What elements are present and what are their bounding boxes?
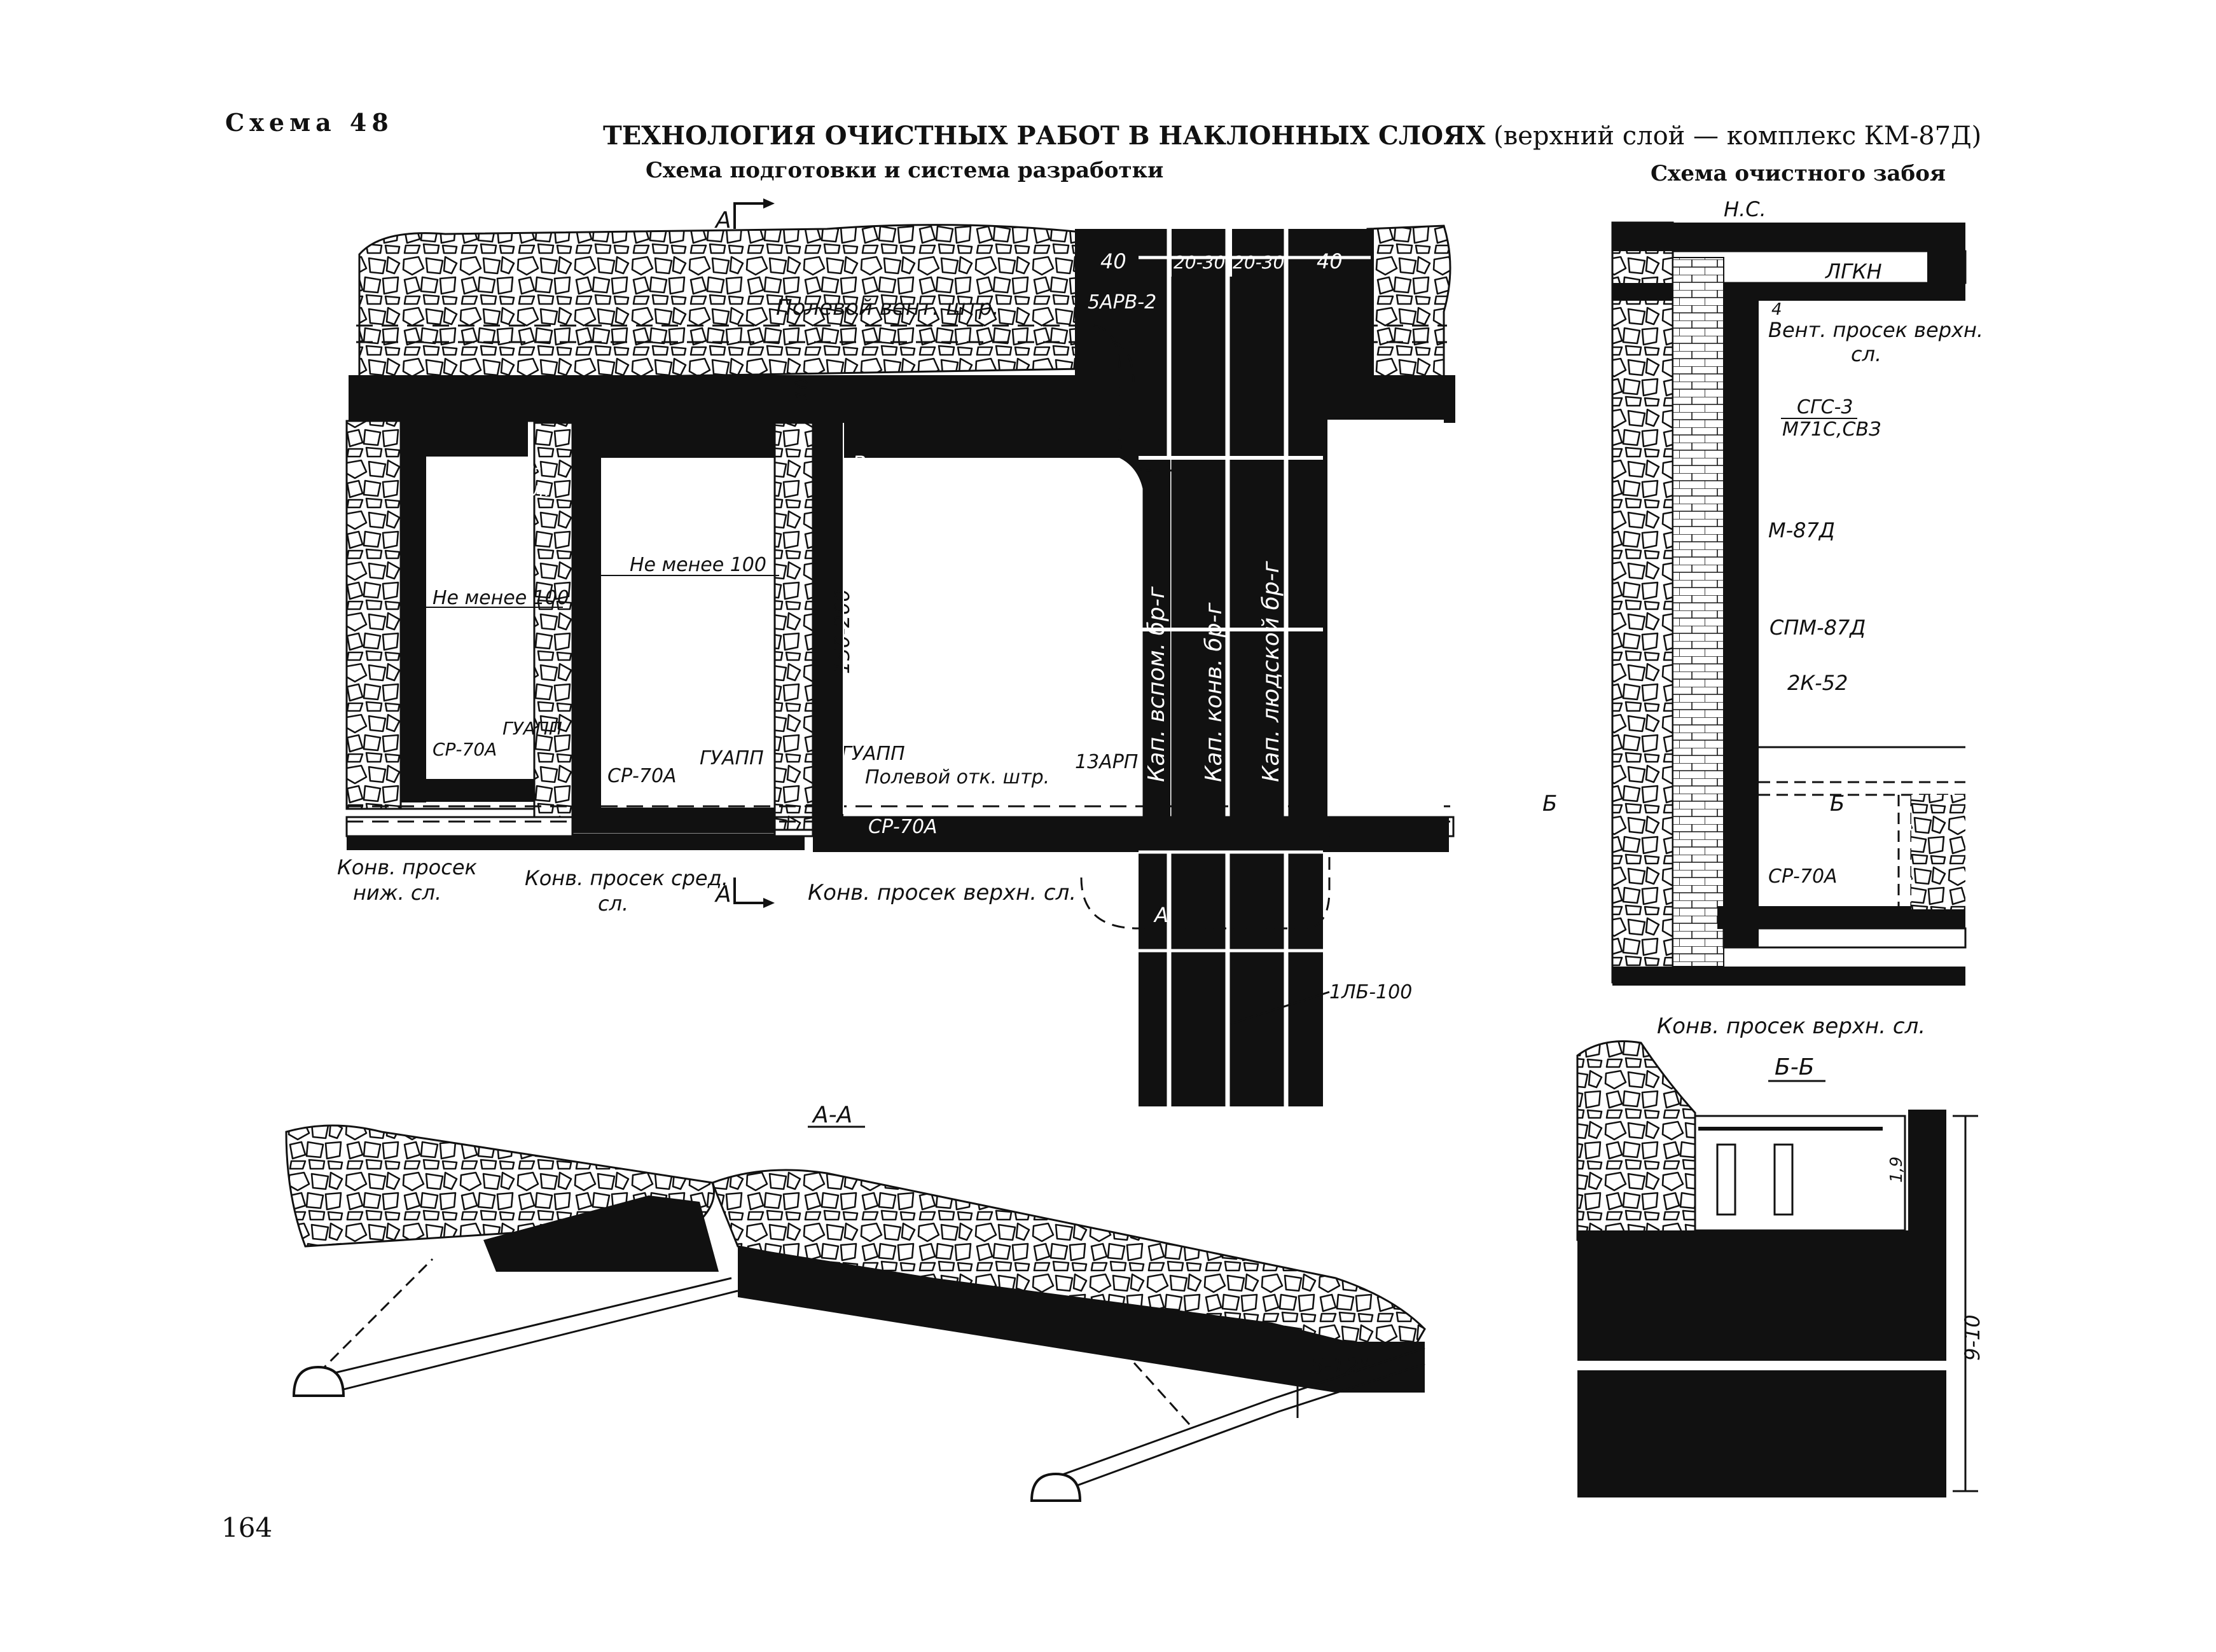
- polevoy-vent-label: Полевой вент. штр.: [776, 295, 999, 320]
- face-k52: 2К-52: [1787, 671, 1848, 695]
- section-aa: А-А 5-12°: [285, 1102, 1426, 1502]
- konv-verh-label: Конв. просек верхн. сл.: [808, 880, 1076, 905]
- upper-rock-right: [1366, 224, 1451, 408]
- ne-menee-label-2: Не менее 100: [630, 554, 766, 576]
- plan-view: 40 20-30 20-30 40 5АРВ-2 10 150-200 Поле…: [337, 198, 1455, 1106]
- sr70a-label-1: СР-70А: [433, 739, 497, 760]
- guapp-label-2: ГУАПП: [700, 747, 764, 769]
- dim-40-left: 40: [1100, 249, 1126, 273]
- face-vent-verh-1: Вент. просек верхн.: [1768, 318, 1983, 342]
- dim-20-30-a: 20-30: [1174, 252, 1225, 273]
- kap-lyud-label: Кап. людской бр-г: [1258, 560, 1284, 782]
- konv-sred-label-2: сл.: [598, 891, 628, 916]
- dim-10: 10: [791, 378, 812, 401]
- face-b-left: Б: [1542, 791, 1557, 816]
- vent-nizh-label-2: сек ниж. сл.: [427, 479, 550, 501]
- sr70a-label-3: СР-70А: [868, 816, 938, 838]
- guapp-label-3: ГУАПП: [841, 743, 905, 765]
- lb100-label: 1ЛБ-100: [1329, 981, 1412, 1003]
- konv-nizh-label-1: Конв. просек: [337, 855, 478, 879]
- dim-20-30-b: 20-30: [1233, 252, 1284, 273]
- polevoy-otk-label: Полевой отк. штр.: [865, 766, 1049, 788]
- section-aa-angle: 5-12°: [1310, 1354, 1370, 1379]
- face-b-right: Б: [1830, 791, 1845, 816]
- konv-nizh-label-2: ниж. сл.: [353, 881, 441, 905]
- ne-menee-label-1: Не менее 100: [433, 587, 569, 609]
- section-mark-a-mid: А: [1153, 903, 1168, 927]
- left-subtitle: Схема подготовки и система разработки: [646, 158, 1164, 183]
- face-konv-verh: Конв. просек верхн. сл.: [1657, 1014, 1925, 1039]
- face-dim-4: 4: [1771, 300, 1782, 319]
- face-vent-verh-2: сл.: [1851, 342, 1881, 366]
- face-scheme: Н.С. ЛГКН 4 Вент. просек верхн. сл. СГС-…: [1542, 197, 1983, 1039]
- kap-vspom-label: Кап. вспом. бр-г: [1144, 586, 1170, 782]
- face-m87d: М-87Д: [1768, 518, 1835, 542]
- face-sgs-2: М71С,СВЗ: [1782, 418, 1881, 441]
- right-subtitle: Схема очистного забоя: [1651, 161, 1946, 186]
- section-mark-a-bottom: А: [714, 881, 731, 907]
- section-bb-title: Б-Б: [1775, 1054, 1814, 1080]
- arp-label: 13АРП: [1075, 751, 1138, 773]
- vent-nizh-label-1: Вент. про-: [438, 457, 541, 479]
- guapp-label-1: ГУАПП: [502, 718, 562, 739]
- main-title-note: (верхний слой — комплекс КМ-87Д): [1493, 121, 1982, 151]
- left-rock-block: [345, 420, 402, 810]
- vent-sred-label-2: сред. сл.: [630, 479, 718, 501]
- section-bb-dim-910: 9-10: [1960, 1314, 1984, 1361]
- face-sgs-1: СГС-3: [1797, 396, 1853, 418]
- dim-150-200: 150-200: [830, 589, 854, 674]
- face-spm87d: СПМ-87Д: [1769, 616, 1866, 640]
- section-mark-a-top: А: [714, 207, 731, 233]
- main-title-text: ТЕХНОЛОГИЯ ОЧИСТНЫХ РАБОТ В НАКЛОННЫХ СЛ…: [603, 121, 1486, 151]
- sr70a-label-2: СР-70А: [607, 765, 677, 787]
- vent-sred-label-1: Вент. просек: [614, 457, 744, 479]
- scheme-number: Схема 48: [225, 108, 394, 137]
- arv-label: 5АРВ-2: [1088, 291, 1156, 313]
- section-aa-title: А-А: [812, 1102, 852, 1128]
- face-ns-label: Н.С.: [1724, 197, 1766, 221]
- section-bb: Б-Б 1,9 9-10: [1576, 1040, 1984, 1497]
- konv-sred-label-1: Конв. просек сред.: [525, 866, 728, 890]
- face-sr70a: СР-70А: [1768, 865, 1838, 888]
- vent-verh-label: Вент. просек верхн. сл.: [852, 451, 1104, 476]
- face-lgkn-label: ЛГКН: [1825, 259, 1882, 284]
- kap-konv-label: Кап. конв. бр-г: [1201, 602, 1227, 782]
- main-title: ТЕХНОЛОГИЯ ОЧИСТНЫХ РАБОТ В НАКЛОННЫХ СЛ…: [603, 121, 1981, 151]
- page-number: 164: [221, 1512, 273, 1543]
- section-bb-dim-19: 1,9: [1887, 1157, 1906, 1183]
- dim-40-right: 40: [1317, 249, 1343, 273]
